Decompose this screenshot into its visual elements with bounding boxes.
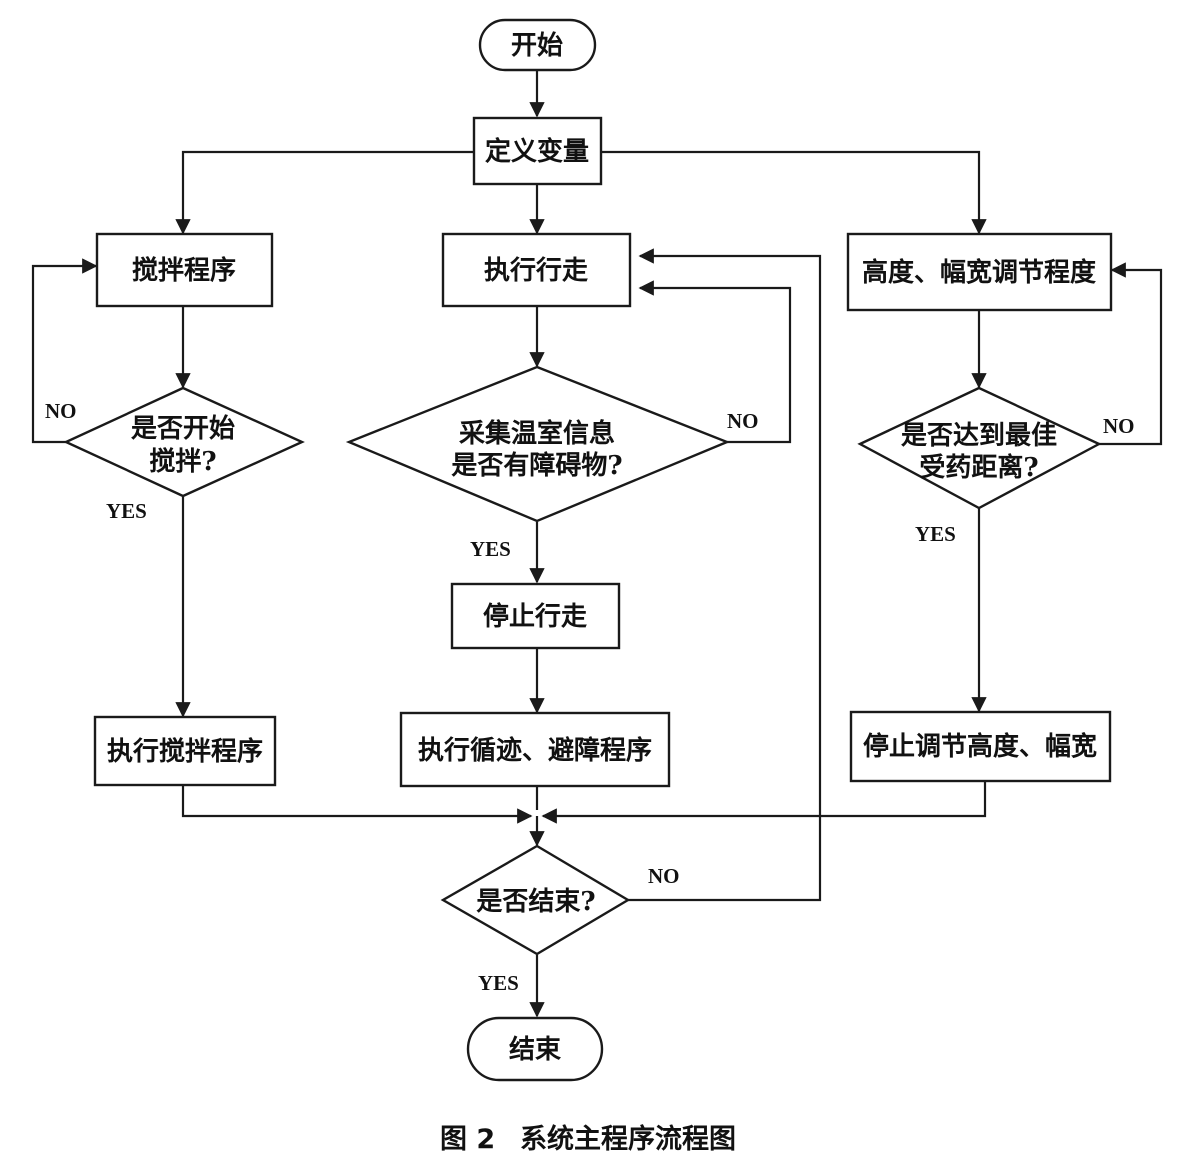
collect-no-label: NO xyxy=(727,409,759,433)
edge-end-no-loop xyxy=(628,248,822,902)
stir-no-label: NO xyxy=(45,399,77,423)
walk-label: 执行行走 xyxy=(484,255,588,286)
adjust-program-box: 高度、幅宽调节程度 xyxy=(846,232,1113,312)
edge-stop-adjust-merge xyxy=(541,781,987,824)
start-label: 开始 xyxy=(511,31,563,61)
start-stir-line2: 搅拌? xyxy=(149,446,216,477)
stir-yes-label: YES xyxy=(106,499,147,523)
start-stir-decision: 是否开始 搅拌? xyxy=(63,386,305,498)
collect-line1: 采集温室信息 xyxy=(459,418,615,449)
collect-decision: 采集温室信息 是否有障碍物? xyxy=(345,365,731,523)
exec-avoid-label: 执行循迹、避障程序 xyxy=(418,735,652,766)
exec-stir-box: 执行搅拌程序 xyxy=(93,715,277,787)
stop-adjust-box: 停止调节高度、幅宽 xyxy=(849,710,1112,783)
stir-program-label: 搅拌程序 xyxy=(132,255,236,286)
figure-number: 图 2 xyxy=(440,1124,495,1155)
best-yes-label: YES xyxy=(915,522,956,546)
exec-avoid-box: 执行循迹、避障程序 xyxy=(399,711,671,788)
stop-adjust-label: 停止调节高度、幅宽 xyxy=(863,731,1097,762)
exec-stir-label: 执行搅拌程序 xyxy=(107,736,263,767)
end-decision: 是否结束? xyxy=(440,844,631,956)
end-no-label: NO xyxy=(648,864,680,888)
best-distance-decision: 是否达到最佳 受药距离? xyxy=(857,386,1102,510)
figure-title: 系统主程序流程图 xyxy=(520,1123,736,1155)
start-terminator: 开始 xyxy=(478,18,597,72)
best-distance-line2: 受药距离? xyxy=(919,452,1038,483)
edge-define-stir xyxy=(175,150,474,235)
define-variables-box: 定义变量 xyxy=(472,116,603,186)
stop-walk-box: 停止行走 xyxy=(450,582,621,650)
define-variables-label: 定义变量 xyxy=(485,136,589,167)
end-label: 结束 xyxy=(509,1034,562,1065)
collect-yes-label: YES xyxy=(470,537,511,561)
stop-walk-label: 停止行走 xyxy=(483,601,587,632)
stir-program-box: 搅拌程序 xyxy=(95,232,274,308)
edge-best-no-loop xyxy=(1099,262,1163,446)
edge-stir-no-loop xyxy=(31,258,98,444)
end-terminator: 结束 xyxy=(466,1016,604,1082)
edge-exec-stir-merge xyxy=(181,785,533,824)
end-decision-label: 是否结束? xyxy=(476,886,595,917)
walk-box: 执行行走 xyxy=(441,232,632,308)
start-stir-line1: 是否开始 xyxy=(131,414,235,444)
best-no-label: NO xyxy=(1103,414,1135,438)
edge-collect-no-loop xyxy=(638,280,792,444)
best-distance-line1: 是否达到最佳 xyxy=(901,421,1057,451)
end-yes-label: YES xyxy=(478,971,519,995)
adjust-program-label: 高度、幅宽调节程度 xyxy=(862,257,1096,288)
edge-define-adjust xyxy=(601,150,987,235)
collect-line2: 是否有障碍物? xyxy=(451,450,622,481)
